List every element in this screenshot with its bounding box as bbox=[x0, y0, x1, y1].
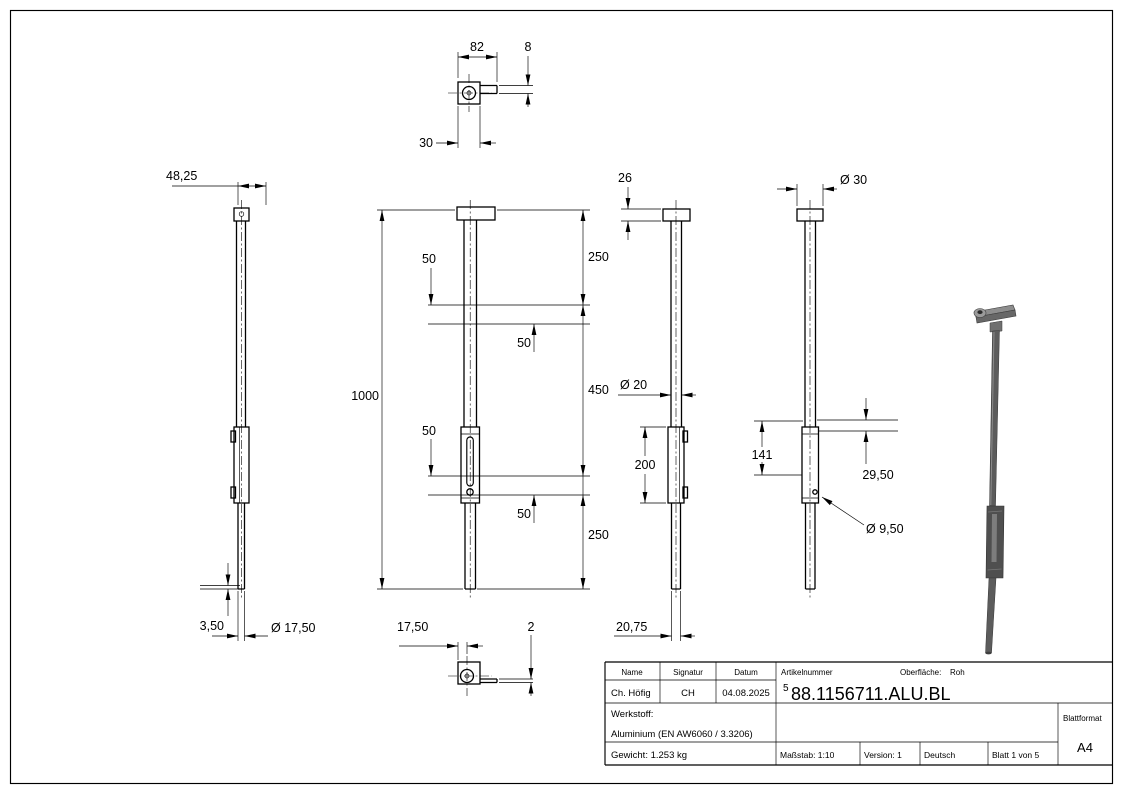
dim-top-segment: 250 bbox=[588, 250, 609, 264]
label-blattformat: Blattformat bbox=[1063, 714, 1102, 723]
top-detail-view: 82 8 30 bbox=[419, 40, 533, 150]
value-gewicht: Gewicht: 1.253 kg bbox=[611, 750, 687, 761]
header-name: Name bbox=[621, 668, 643, 677]
dim-hole-pitch-4: 50 bbox=[517, 507, 531, 521]
front-view: 1000 250 450 250 50 50 50 50 bbox=[351, 200, 609, 598]
dim-rod-diameter: Ø 17,50 bbox=[271, 621, 316, 635]
dim-tube-width: 30 bbox=[419, 136, 433, 150]
value-werkstoff: Aluminium (EN AW6060 / 3.3206) bbox=[611, 729, 753, 740]
left-view: 48,25 3,50 Ø 17,50 bbox=[166, 169, 316, 641]
label-werkstoff: Werkstoff: bbox=[611, 709, 653, 720]
value-massstab: Maßstab: 1:10 bbox=[780, 750, 835, 760]
value-signatur: CH bbox=[681, 688, 695, 699]
dim-hole-pitch-2: 50 bbox=[517, 336, 531, 350]
header-datum: Datum bbox=[734, 668, 758, 677]
dim-mid-segment: 450 bbox=[588, 383, 609, 397]
dim-bracket-offset: 48,25 bbox=[166, 169, 197, 183]
dim-bottom-bar-thickness: 2 bbox=[528, 620, 535, 634]
dim-top-length: 82 bbox=[470, 40, 484, 54]
sheet-border bbox=[9, 9, 1114, 785]
dim-bottom-segment: 250 bbox=[588, 528, 609, 542]
dim-cap-height: 26 bbox=[618, 171, 632, 185]
dim-tip-offset: 3,50 bbox=[200, 619, 224, 633]
dim-total-length: 1000 bbox=[351, 389, 379, 403]
value-blattformat: A4 bbox=[1077, 740, 1093, 755]
value-version: Version: 1 bbox=[864, 750, 902, 760]
dim-hole-pitch-1: 50 bbox=[422, 252, 436, 266]
dim-hole-diameter: Ø 9,50 bbox=[866, 522, 904, 536]
dim-lock-length: 141 bbox=[752, 448, 773, 462]
side-view: 26 Ø 20 200 20,75 bbox=[614, 171, 696, 641]
value-name: Ch. Höfig bbox=[611, 688, 651, 699]
dim-housing-length: 200 bbox=[635, 458, 656, 472]
artikel-prefix: 5 bbox=[783, 683, 789, 694]
back-view: Ø 30 141 29,50 Ø 9,50 bbox=[752, 173, 904, 598]
label-artikelnummer: Artikelnummer bbox=[781, 668, 833, 677]
value-blatt: Blatt 1 von 5 bbox=[992, 750, 1040, 760]
value-datum: 04.08.2025 bbox=[722, 688, 770, 699]
iso-view bbox=[973, 304, 1017, 655]
dim-cap-diameter: Ø 30 bbox=[840, 173, 867, 187]
title-block: Name Signatur Datum Ch. Höfig CH 04.08.2… bbox=[604, 661, 1113, 766]
dim-bottom-hole-offset: 17,50 bbox=[397, 620, 428, 634]
dim-bar-thickness: 8 bbox=[525, 40, 532, 54]
value-oberflaeche: Roh bbox=[950, 668, 965, 677]
value-sprache: Deutsch bbox=[924, 750, 955, 760]
dim-hole-pitch-3: 50 bbox=[422, 424, 436, 438]
dim-tip-length: 20,75 bbox=[616, 620, 647, 634]
label-oberflaeche: Oberfläche: bbox=[900, 668, 941, 677]
dim-rod-dia-20: Ø 20 bbox=[620, 378, 647, 392]
bottom-detail-view: 2 17,50 bbox=[397, 620, 535, 696]
dim-hole-offset: 29,50 bbox=[862, 468, 893, 482]
value-artikelnummer: 88.1156711.ALU.BL bbox=[791, 684, 950, 704]
header-signatur: Signatur bbox=[673, 668, 703, 677]
